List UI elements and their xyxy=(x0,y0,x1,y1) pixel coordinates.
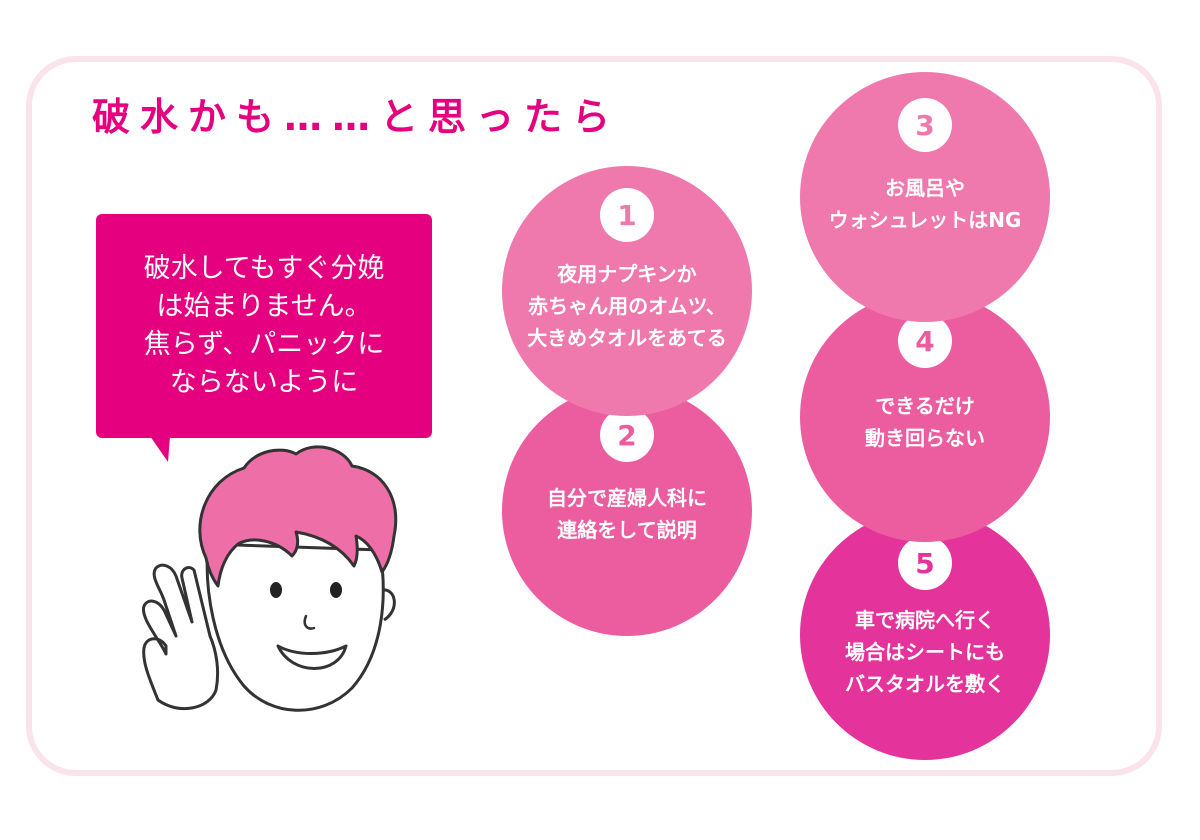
step-5-circle: 5 車で病院へ行く 場合はシートにも バスタオルを敷く xyxy=(800,510,1050,760)
speech-line: 破水してもすぐ分娩 xyxy=(143,253,385,284)
step-2-circle: 2 自分で産婦人科に 連絡をして説明 xyxy=(502,386,752,636)
step-4-text: できるだけ 動き回らない xyxy=(865,390,985,454)
step-4-line: 動き回らない xyxy=(865,426,985,450)
step-2-number: 2 xyxy=(600,408,654,462)
step-5-line: 車で病院へ行く xyxy=(855,608,995,632)
speech-line: 焦らず、パニックに xyxy=(143,329,385,360)
step-4-number: 4 xyxy=(898,314,952,368)
speech-line: は始まりません。 xyxy=(156,291,372,322)
step-4-circle: 4 できるだけ 動き回らない xyxy=(800,292,1050,542)
step-2-line: 連絡をして説明 xyxy=(557,518,697,542)
step-1-text: 夜用ナプキンか 赤ちゃん用のオムツ、 大きめタオルをあてる xyxy=(527,258,727,354)
step-3-text: お風呂や ウォシュレットはNG xyxy=(829,172,1022,236)
step-5-text: 車で病院へ行く 場合はシートにも バスタオルを敷く xyxy=(845,604,1005,700)
step-1-line: 夜用ナプキンか xyxy=(557,262,697,286)
step-2-line: 自分で産婦人科に xyxy=(547,486,707,510)
step-2-text: 自分で産婦人科に 連絡をして説明 xyxy=(547,482,707,546)
step-5-line: バスタオルを敷く xyxy=(845,672,1005,696)
step-3-line: ウォシュレットはNG xyxy=(828,208,1022,232)
speech-bubble-text: 破水してもすぐ分娩 は始まりません。 焦らず、パニックに ならないように xyxy=(114,250,414,402)
step-4-line: できるだけ xyxy=(875,394,975,418)
speech-bubble: 破水してもすぐ分娩 は始まりません。 焦らず、パニックに ならないように xyxy=(96,214,432,462)
step-5-number: 5 xyxy=(898,536,952,590)
step-3-circle: 3 お風呂や ウォシュレットはNG xyxy=(800,72,1050,322)
step-1-circle: 1 夜用ナプキンか 赤ちゃん用のオムツ、 大きめタオルをあてる xyxy=(502,166,752,416)
page-title: 破水かも……と思ったら xyxy=(92,95,621,139)
step-5-line: 場合はシートにも xyxy=(845,640,1005,664)
step-3-number: 3 xyxy=(898,98,952,152)
step-1-line: 赤ちゃん用のオムツ、 xyxy=(528,294,726,318)
step-1-line: 大きめタオルをあてる xyxy=(527,326,727,350)
step-3-line: お風呂や xyxy=(884,176,965,200)
step-1-number: 1 xyxy=(600,188,654,242)
speech-line: ならないように xyxy=(169,367,359,398)
pointing-person-icon xyxy=(142,445,398,712)
